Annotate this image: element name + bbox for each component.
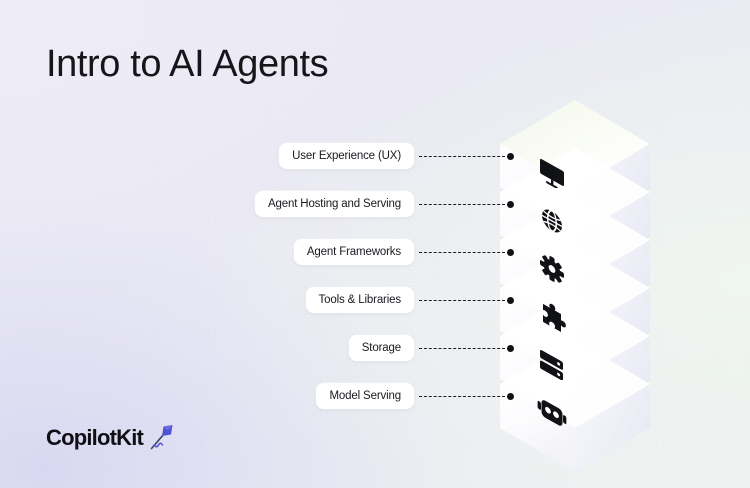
connector-1 (419, 152, 514, 160)
dashed-line (419, 395, 505, 397)
layer-row-3: Agent Frameworks (293, 239, 514, 265)
stack-slab-6 (500, 340, 650, 472)
dashed-line (419, 299, 505, 301)
connector-dot (507, 344, 514, 352)
connector-5 (419, 344, 514, 352)
connector-dot (507, 392, 514, 400)
layer-label-agent-hosting-and-serving[interactable]: Agent Hosting and Serving (254, 191, 414, 217)
dashed-line (419, 203, 505, 205)
connector-3 (419, 248, 514, 256)
layer-row-2: Agent Hosting and Serving (254, 191, 514, 217)
page-title: Intro to AI Agents (46, 43, 329, 85)
layer-label-tools-and-libraries[interactable]: Tools & Libraries (305, 287, 414, 313)
layer-label-model-serving[interactable]: Model Serving (316, 383, 414, 409)
connector-dot (507, 200, 514, 208)
layer-row-4: Tools & Libraries (305, 287, 514, 313)
stack-svg (499, 100, 651, 472)
connector-dot (507, 248, 514, 256)
layer-row-6: Model Serving (316, 383, 514, 409)
brand-name: CopilotKit (46, 425, 144, 450)
layer-label-user-experience[interactable]: User Experience (UX) (279, 143, 414, 169)
connector-4 (419, 296, 514, 304)
kite-icon (150, 425, 173, 450)
connector-dot (507, 296, 514, 304)
layer-label-storage[interactable]: Storage (348, 335, 414, 361)
connector-dot (507, 152, 514, 160)
connector-2 (419, 200, 514, 208)
brand-logo[interactable]: CopilotKit (46, 423, 175, 453)
dashed-line (419, 155, 505, 157)
layer-row-5: Storage (348, 335, 514, 361)
dashed-line (419, 251, 505, 253)
layer-label-agent-frameworks[interactable]: Agent Frameworks (293, 239, 414, 265)
layer-stack-illustration (499, 92, 690, 472)
layer-row-1: User Experience (UX) (279, 143, 514, 169)
dashed-line (419, 347, 505, 349)
connector-6 (419, 392, 514, 400)
